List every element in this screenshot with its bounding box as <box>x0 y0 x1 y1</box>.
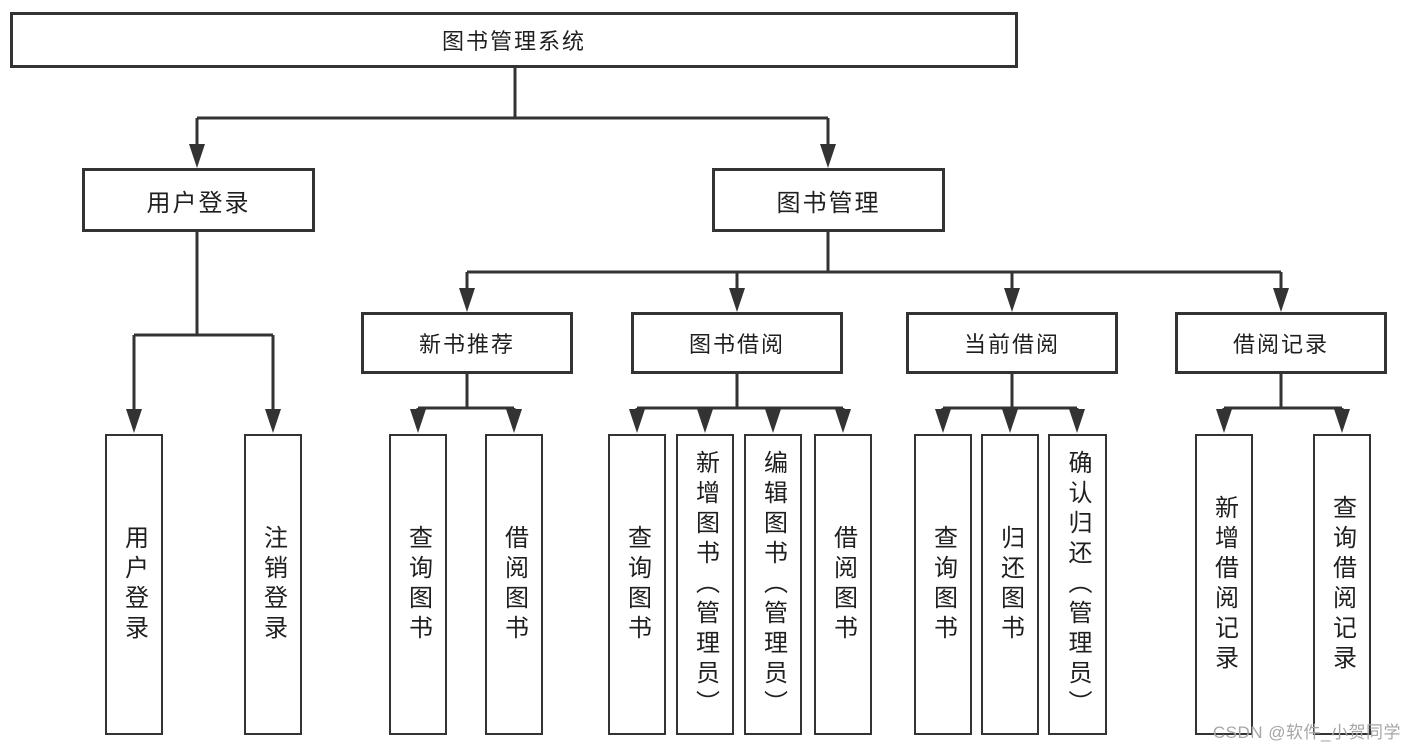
connector-book-borrow-to-leaves <box>635 374 845 412</box>
node-root: 图书管理系统 <box>10 12 1018 68</box>
leaf-user-login: 用户登录 <box>105 434 163 735</box>
leaf-bb-borrow-books: 借阅图书 <box>814 434 872 735</box>
node-book-borrowing: 图书借阅 <box>631 312 843 374</box>
arrow-down-icon <box>935 409 951 433</box>
connector-user-login-to-leaves <box>132 232 275 411</box>
arrow-down-icon <box>189 144 205 168</box>
csdn-watermark: CSDN @软件_小贺同学 <box>1212 723 1401 742</box>
arrowheads <box>126 144 1350 433</box>
node-book-management: 图书管理 <box>712 168 945 232</box>
arrow-down-icon <box>1002 409 1018 433</box>
leaf-br-query-record: 查询借阅记录 <box>1313 434 1371 735</box>
arrow-down-icon <box>1004 288 1020 312</box>
leaf-nbr-query-books: 查询图书 <box>389 434 447 735</box>
arrow-down-icon <box>265 409 281 433</box>
arrow-down-icon <box>1334 409 1350 433</box>
leaf-bb-edit-books-admin: 编辑图书（管理员） <box>744 434 802 735</box>
leaf-cb-confirm-return-admin: 确认归还（管理员） <box>1048 434 1107 735</box>
leaf-br-add-record: 新增借阅记录 <box>1195 434 1253 735</box>
arrow-down-icon <box>765 409 781 433</box>
leaf-cb-return-books: 归还图书 <box>981 434 1039 735</box>
arrow-down-icon <box>820 144 836 168</box>
node-current-borrowing: 当前借阅 <box>906 312 1118 374</box>
arrow-down-icon <box>1273 288 1289 312</box>
arrow-down-icon <box>729 288 745 312</box>
arrow-down-icon <box>459 288 475 312</box>
node-new-book-recommend: 新书推荐 <box>361 312 573 374</box>
connector-current-borrow-to-leaves <box>941 374 1079 412</box>
arrow-down-icon <box>1069 409 1085 433</box>
connector-root-to-branches <box>195 68 830 146</box>
arrow-down-icon <box>506 409 522 433</box>
leaf-logout: 注销登录 <box>244 434 302 735</box>
node-borrowing-records: 借阅记录 <box>1175 312 1387 374</box>
leaf-bb-query-books: 查询图书 <box>608 434 666 735</box>
arrow-down-icon <box>410 409 426 433</box>
leaf-bb-add-books-admin: 新增图书（管理员） <box>676 434 734 735</box>
connector-borrow-records-to-leaves <box>1222 374 1344 412</box>
arrow-down-icon <box>126 409 142 433</box>
connector-book-mgmt-to-level2 <box>465 232 1283 290</box>
leaf-cb-query-books: 查询图书 <box>914 434 972 735</box>
connector-new-book-rec-to-leaves <box>416 374 516 412</box>
arrow-down-icon <box>697 409 713 433</box>
arrow-down-icon <box>1216 409 1232 433</box>
leaf-nbr-borrow-books: 借阅图书 <box>485 434 543 735</box>
arrow-down-icon <box>835 409 851 433</box>
node-user-login: 用户登录 <box>82 168 315 232</box>
arrow-down-icon <box>629 409 645 433</box>
